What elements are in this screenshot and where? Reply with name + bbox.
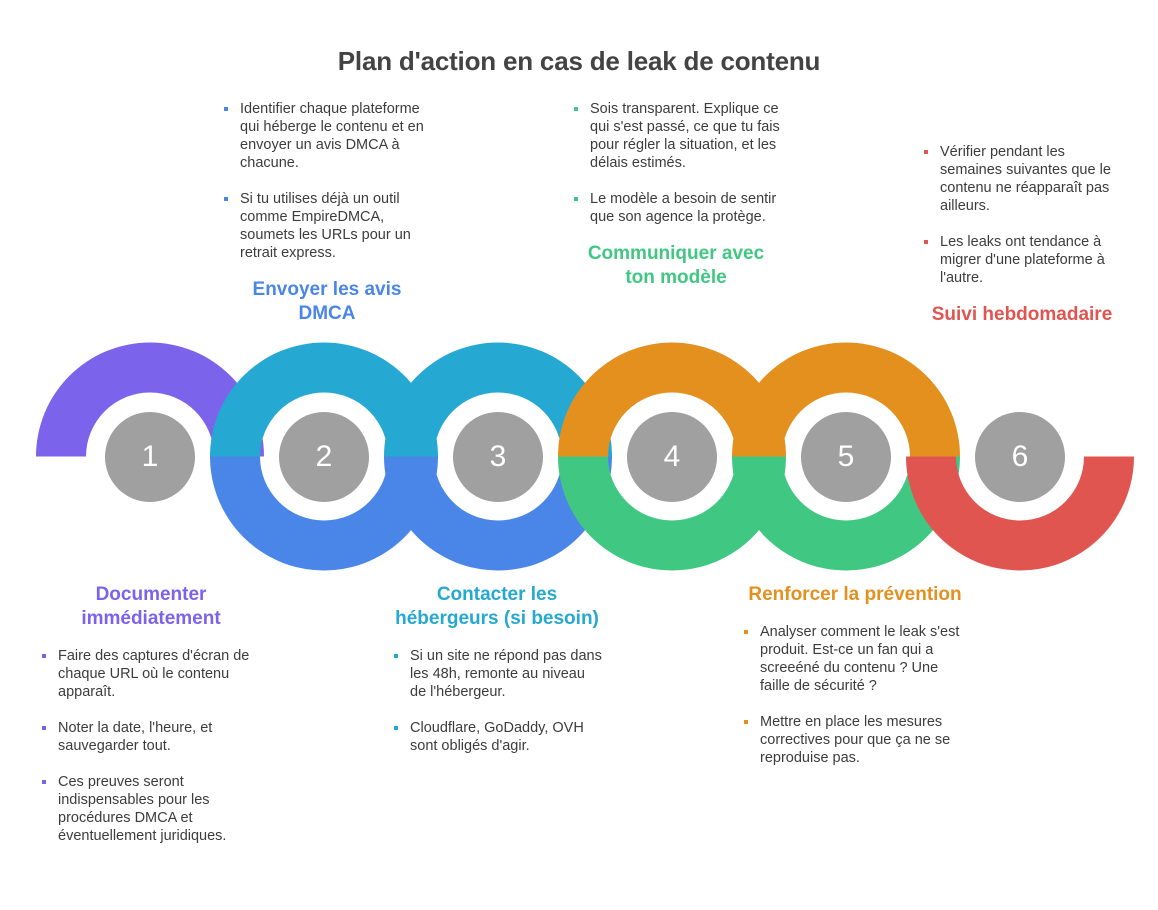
- wave-segment-4-top: [558, 342, 786, 457]
- step-number-4: 4: [663, 439, 681, 473]
- bullet-dot-icon: [744, 630, 748, 634]
- wave-segment-5-top: [732, 342, 961, 457]
- step-bullets-2: Identifier chaque plateforme qui héberge…: [222, 100, 432, 262]
- wave-segment-3-top: [384, 342, 612, 457]
- step-number-6: 6: [1011, 439, 1029, 473]
- bullet-item: Vérifier pendant les semaines suivantes …: [922, 143, 1122, 215]
- step-number-3: 3: [489, 439, 507, 473]
- bullet-text: Cloudflare, GoDaddy, OVH sont obligés d'…: [410, 720, 584, 754]
- bullet-item: Analyser comment le leak s'est produit. …: [742, 623, 968, 695]
- wave-segment-2-top: [210, 342, 438, 457]
- page-title: Plan d'action en cas de leak de contenu: [337, 46, 821, 76]
- step-circle-6[interactable]: 6: [975, 411, 1065, 502]
- bullet-dot-icon: [924, 150, 928, 154]
- bullet-item: Le modèle a besoin de sentir que son age…: [572, 190, 780, 226]
- bullet-dot-icon: [42, 780, 46, 784]
- bullet-item: Sois transparent. Explique ce qui s'est …: [572, 100, 780, 172]
- bullet-text: Vérifier pendant les semaines suivantes …: [940, 144, 1111, 214]
- step-block-1: Documenter immédiatement Faire des captu…: [40, 583, 262, 845]
- bullet-text: Mettre en place les mesures correctives …: [760, 714, 951, 766]
- bullet-dot-icon: [394, 654, 398, 658]
- bullet-dot-icon: [394, 726, 398, 730]
- bullet-text: Les leaks ont tendance à migrer d'une pl…: [940, 234, 1105, 286]
- step-block-2: Identifier chaque plateforme qui héberge…: [222, 100, 432, 326]
- step-bullets-4: Sois transparent. Explique ce qui s'est …: [572, 100, 780, 226]
- step-block-4: Sois transparent. Explique ce qui s'est …: [572, 100, 780, 290]
- step-title-6: Suivi hebdomadaire: [931, 304, 1113, 325]
- step-bullets-5: Analyser comment le leak s'est produit. …: [742, 623, 968, 767]
- step-block-5: Renforcer la prévention Analyser comment…: [742, 583, 968, 767]
- bullet-dot-icon: [574, 107, 578, 111]
- step-circle-2[interactable]: 2: [279, 411, 369, 502]
- bullet-item: Si un site ne répond pas dans les 48h, r…: [392, 647, 602, 701]
- bullet-item: Faire des captures d'écran de chaque URL…: [40, 647, 262, 701]
- step-number-5: 5: [837, 439, 855, 473]
- step-title-4: Communiquer avec ton modèle: [587, 243, 765, 288]
- step-bullets-6: Vérifier pendant les semaines suivantes …: [922, 143, 1122, 287]
- bullet-item: Identifier chaque plateforme qui héberge…: [222, 100, 432, 172]
- bullet-text: Identifier chaque plateforme qui héberge…: [240, 101, 424, 171]
- bullet-item: Les leaks ont tendance à migrer d'une pl…: [922, 233, 1122, 287]
- bullet-text: Sois transparent. Explique ce qui s'est …: [590, 101, 780, 171]
- wave-segment-5-bottom: [732, 456, 961, 571]
- step-block-3: Contacter les hébergeurs (si besoin) Si …: [392, 583, 602, 755]
- wave-segment-4-bottom: [558, 456, 786, 571]
- step-circle-4[interactable]: 4: [627, 411, 717, 502]
- wave-segment-1-top: [36, 342, 264, 457]
- bullet-text: Ces preuves seront indispensables pour l…: [58, 774, 227, 844]
- bullet-text: Faire des captures d'écran de chaque URL…: [58, 648, 250, 700]
- bullet-dot-icon: [224, 107, 228, 111]
- bullet-item: Ces preuves seront indispensables pour l…: [40, 773, 262, 845]
- step-bullets-3: Si un site ne répond pas dans les 48h, r…: [392, 647, 602, 755]
- bullet-dot-icon: [744, 720, 748, 724]
- bullet-text: Si tu utilises déjà un outil comme Empir…: [240, 191, 411, 261]
- bullet-item: Si tu utilises déjà un outil comme Empir…: [222, 190, 432, 262]
- bullet-item: Noter la date, l'heure, et sauvegarder t…: [40, 719, 262, 755]
- bullet-dot-icon: [42, 726, 46, 730]
- wave-segment-3-bottom: [384, 456, 612, 571]
- step-title-2: Envoyer les avis DMCA: [252, 279, 402, 324]
- bullet-text: Si un site ne répond pas dans les 48h, r…: [410, 648, 602, 700]
- bullet-text: Le modèle a besoin de sentir que son age…: [590, 191, 777, 225]
- step-title-1: Documenter immédiatement: [81, 584, 221, 629]
- bullet-dot-icon: [42, 654, 46, 658]
- step-title-3: Contacter les hébergeurs (si besoin): [395, 584, 599, 629]
- step-number-2: 2: [315, 439, 333, 473]
- bullet-item: Cloudflare, GoDaddy, OVH sont obligés d'…: [392, 719, 602, 755]
- bullet-text: Noter la date, l'heure, et sauvegarder t…: [58, 720, 213, 754]
- wave-segment-6-bottom: [906, 456, 1134, 571]
- step-block-6: Vérifier pendant les semaines suivantes …: [922, 143, 1122, 327]
- bullet-item: Mettre en place les mesures correctives …: [742, 713, 968, 767]
- step-circle-3[interactable]: 3: [453, 411, 543, 502]
- step-number-1: 1: [141, 439, 159, 473]
- bullet-dot-icon: [224, 197, 228, 201]
- step-bullets-1: Faire des captures d'écran de chaque URL…: [40, 647, 262, 845]
- step-circle-1[interactable]: 1: [105, 411, 195, 502]
- bullet-text: Analyser comment le leak s'est produit. …: [760, 624, 960, 694]
- step-title-5: Renforcer la prévention: [748, 584, 962, 605]
- step-circle-5[interactable]: 5: [801, 411, 891, 502]
- bullet-dot-icon: [924, 240, 928, 244]
- wave-segment-2-bottom: [210, 456, 438, 571]
- bullet-dot-icon: [574, 197, 578, 201]
